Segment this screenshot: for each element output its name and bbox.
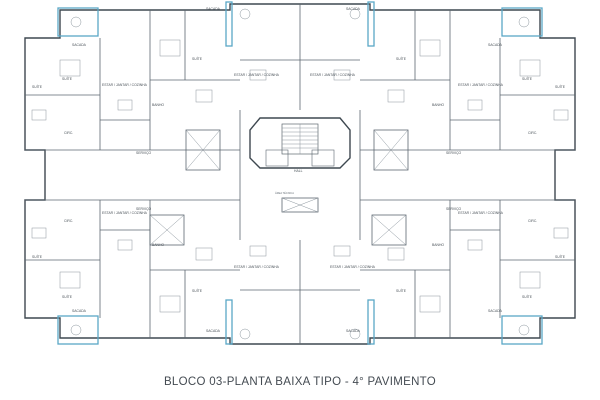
room-label: SACADA	[488, 309, 503, 313]
room-label: SUÍTE	[192, 289, 203, 293]
room-label: SUÍTE	[396, 57, 407, 61]
room-label: BANHO	[432, 243, 444, 247]
room-label: SUÍTE	[32, 85, 43, 89]
room-label: SUÍTE	[192, 57, 203, 61]
room-label: SERVIÇO	[446, 207, 462, 211]
room-label: ESTAR / JANTAR / COZINHA	[458, 211, 504, 215]
room-label: BANHO	[432, 103, 444, 107]
drawing-caption: BLOCO 03-PLANTA BAIXA TIPO - 4° PAVIMENT…	[163, 376, 437, 388]
room-label: SERVIÇO	[136, 207, 152, 211]
room-label: BANHO	[152, 103, 164, 107]
balconies	[57, 1, 543, 345]
room-label: SUÍTE	[555, 255, 566, 259]
room-label: ESTAR / JANTAR / COZINHA	[330, 265, 376, 269]
room-label: CIRC.	[528, 131, 537, 135]
room-label: SACADA	[206, 7, 221, 11]
floor-plan: SACADA SACADA SACADA SACADA SACADA SACAD…	[24, 1, 576, 345]
room-label: ESTAR / JANTAR / COZINHA	[102, 211, 148, 215]
room-label: ESTAR / JANTAR / COZINHA	[458, 83, 504, 87]
room-label: CIRC.	[64, 219, 73, 223]
room-label: ÁREA TÉCNICA	[275, 190, 294, 195]
room-label: ESTAR / JANTAR / COZINHA	[234, 73, 280, 77]
room-label: SERVIÇO	[446, 151, 462, 155]
room-label: SACADA	[488, 43, 503, 47]
walls	[25, 4, 575, 344]
room-label: CIRC.	[64, 131, 73, 135]
central-core	[149, 117, 409, 246]
room-label: SUÍTE	[396, 289, 407, 293]
room-label: SUÍTE	[62, 295, 73, 299]
room-label: CIRC.	[528, 219, 537, 223]
room-label: SUÍTE	[522, 295, 533, 299]
room-label: SACADA	[346, 329, 361, 333]
room-label: ESTAR / JANTAR / COZINHA	[310, 73, 356, 77]
room-label: HALL	[294, 169, 303, 173]
room-label: SACADA	[206, 329, 221, 333]
room-label: SACADA	[346, 7, 361, 11]
room-label: SACADA	[72, 309, 87, 313]
room-label: BANHO	[152, 243, 164, 247]
room-label: SUÍTE	[32, 255, 43, 259]
room-label: SERVIÇO	[136, 151, 152, 155]
room-label: SACADA	[72, 43, 87, 47]
room-label: SUÍTE	[522, 77, 533, 81]
furniture	[31, 8, 569, 340]
room-label: SUÍTE	[62, 77, 73, 81]
building-outline	[24, 3, 576, 345]
room-label: ESTAR / JANTAR / COZINHA	[234, 265, 280, 269]
room-labels: SACADA SACADA SACADA SACADA SACADA SACAD…	[32, 7, 566, 333]
room-label: SUÍTE	[555, 85, 566, 89]
room-label: ESTAR / JANTAR / COZINHA	[102, 83, 148, 87]
